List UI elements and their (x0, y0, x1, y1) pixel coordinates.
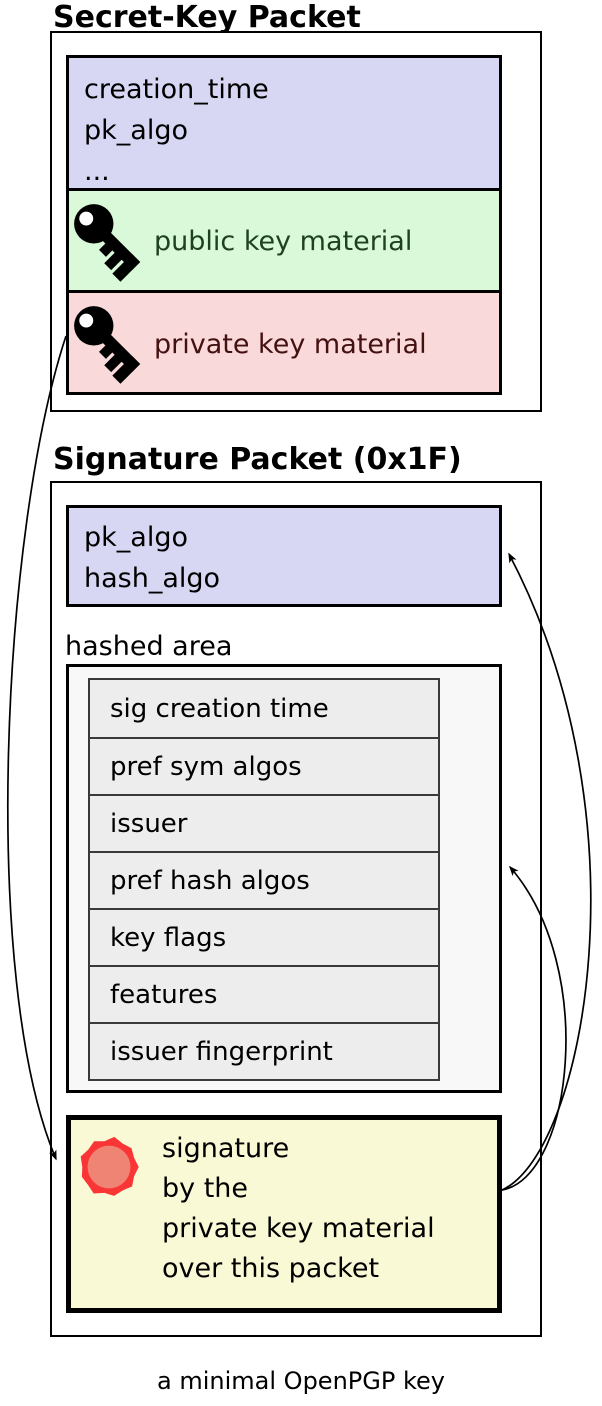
signature-packet-title: Signature Packet (0x1F) (53, 442, 462, 477)
subpacket-row: issuer (90, 794, 438, 851)
private-key-label: private key material (154, 329, 427, 360)
subpacket-row: sig creation time (110, 693, 329, 724)
subpacket-row: pref hash algos (90, 851, 438, 908)
key-icon (74, 204, 141, 282)
signature-line: private key material (162, 1213, 435, 1244)
subpacket-table: sig creation time pref sym algos issuer … (88, 678, 440, 1081)
skp-field-pk-algo: pk_algo (84, 115, 188, 146)
secret-key-packet-title: Secret-Key Packet (53, 0, 361, 35)
private-key-box (66, 290, 502, 395)
subpacket-row: key flags (90, 908, 438, 965)
signature-line: signature (162, 1133, 290, 1164)
public-key-box (66, 188, 502, 293)
skp-field-ellipsis: ... (84, 156, 110, 187)
skp-field-creation-time: creation_time (84, 74, 269, 105)
caption: a minimal OpenPGP key (157, 1367, 445, 1395)
key-icon (74, 306, 141, 384)
sig-header-box: pk_algo hash_algo (66, 505, 502, 607)
seal-icon (80, 1136, 139, 1196)
skp-header-box: creation_time pk_algo ... (66, 55, 502, 191)
public-key-label: public key material (154, 226, 413, 257)
signature-box (66, 1115, 502, 1313)
subpacket-row: issuer fingerprint (90, 1022, 438, 1079)
sig-field-pk-algo: pk_algo (84, 522, 188, 553)
subpacket-row: features (90, 965, 438, 1022)
signature-line: over this packet (162, 1253, 380, 1284)
subpacket-row: pref sym algos (90, 737, 438, 794)
sig-field-hash-algo: hash_algo (84, 563, 221, 594)
signature-text: signature by the private key material ov… (162, 1129, 435, 1289)
hashed-area-label: hashed area (65, 631, 233, 662)
signature-line: by the (162, 1173, 249, 1204)
